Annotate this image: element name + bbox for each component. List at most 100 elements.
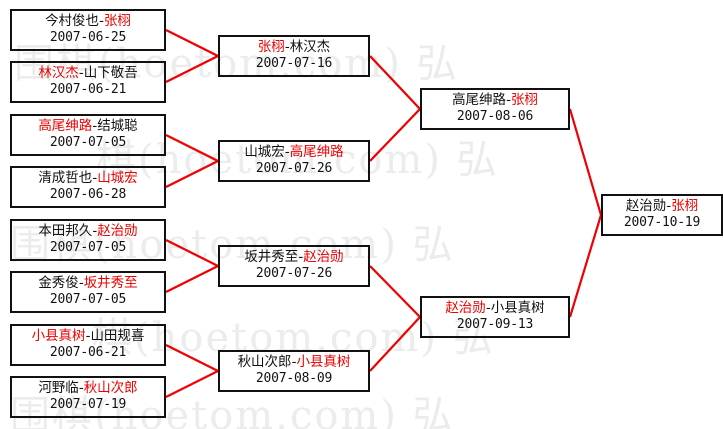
player-right: 坂井秀至	[83, 275, 138, 291]
player-right: 山下敬吾	[83, 65, 138, 81]
player-separator: -	[85, 328, 91, 344]
match-players: 赵治勋-小县真树	[422, 300, 568, 317]
connector-line	[165, 344, 219, 372]
connector-line	[165, 29, 219, 57]
player-right: 张栩	[103, 13, 131, 29]
player-separator: -	[284, 144, 290, 160]
connector-line	[165, 134, 219, 162]
player-separator: -	[485, 300, 491, 316]
match-date: 2007-07-16	[255, 55, 333, 71]
player-left: 坂井秀至	[244, 249, 299, 265]
player-separator: -	[284, 39, 290, 55]
match-date: 2007-09-13	[456, 316, 534, 332]
match-players: 林汉杰-山下敬吾	[12, 65, 164, 82]
match-players: 河野临-秋山次郎	[12, 380, 164, 397]
match-players: 山城宏-高尾绅路	[220, 144, 368, 161]
match-date: 2007-07-19	[49, 396, 127, 412]
player-separator: -	[92, 170, 98, 186]
player-separator: -	[92, 118, 98, 134]
player-right: 小县真树	[490, 300, 545, 316]
player-separator: -	[666, 198, 672, 214]
match-date: 2007-06-21	[49, 81, 127, 97]
player-left: 小县真树	[31, 328, 86, 344]
player-separator: -	[291, 354, 297, 370]
match-players: 秋山次郎-小县真树	[220, 354, 368, 371]
match-date: 2007-07-05	[49, 239, 127, 255]
player-right: 林汉杰	[289, 39, 331, 55]
match-players: 清成哲也-山城宏	[12, 170, 164, 187]
match-date: 2007-08-09	[255, 370, 333, 386]
connector-line	[165, 160, 219, 188]
connector-line	[369, 265, 421, 318]
match-players: 金秀俊-坂井秀至	[12, 275, 164, 292]
match-players: 今村俊也-张栩	[12, 13, 164, 30]
match-players: 张栩-林汉杰	[220, 39, 368, 56]
match-date: 2007-07-05	[49, 291, 127, 307]
match-players: 小县真树-山田规喜	[12, 328, 164, 345]
player-right: 张栩	[671, 198, 699, 214]
match-date: 2007-10-19	[623, 214, 701, 230]
connector-line	[165, 370, 219, 398]
player-left: 山城宏	[244, 144, 285, 160]
connector-line	[369, 108, 421, 162]
match-date: 2007-08-06	[456, 108, 534, 124]
player-right: 赵治勋	[97, 223, 138, 239]
match-players: 本田邦久-赵治勋	[12, 223, 164, 240]
player-left: 赵治勋	[625, 198, 667, 214]
player-left: 今村俊也	[45, 13, 100, 29]
connector-line	[369, 316, 421, 372]
player-left: 张栩	[257, 39, 285, 55]
match-date: 2007-07-05	[49, 134, 127, 150]
player-right: 山田规喜	[90, 328, 145, 344]
connector-line	[369, 55, 421, 110]
match-date: 2007-06-28	[49, 186, 127, 202]
player-separator: -	[78, 380, 84, 396]
player-left: 金秀俊	[38, 275, 79, 291]
player-right: 张栩	[510, 92, 538, 108]
match-players: 坂井秀至-赵治勋	[220, 249, 368, 266]
connector-line	[165, 239, 219, 267]
player-left: 高尾绅路	[452, 92, 507, 108]
match-players: 高尾绅路-张栩	[422, 92, 568, 109]
player-left: 高尾绅路	[38, 118, 93, 134]
player-right: 山城宏	[97, 170, 138, 186]
connector-line	[568, 108, 603, 216]
player-right: 秋山次郎	[83, 380, 138, 396]
player-separator: -	[92, 223, 98, 239]
match-date: 2007-07-26	[255, 265, 333, 281]
match-players: 赵治勋-张栩	[603, 198, 721, 215]
player-separator: -	[298, 249, 304, 265]
player-left: 本田邦久	[38, 223, 93, 239]
player-separator: -	[99, 13, 104, 29]
player-right: 赵治勋	[303, 249, 344, 265]
player-left: 河野临	[38, 380, 79, 396]
match-date: 2007-06-21	[49, 344, 127, 360]
player-right: 高尾绅路	[289, 144, 344, 160]
match-players: 高尾绅路-结城聪	[12, 118, 164, 135]
match-date: 2007-06-25	[49, 29, 127, 45]
player-separator: -	[506, 92, 511, 108]
connector-line	[165, 55, 219, 83]
player-separator: -	[78, 65, 84, 81]
player-left: 清成哲也	[38, 170, 93, 186]
player-right: 小县真树	[296, 354, 351, 370]
connector-line	[165, 265, 219, 293]
player-right: 结城聪	[97, 118, 138, 134]
player-left: 林汉杰	[38, 65, 79, 81]
